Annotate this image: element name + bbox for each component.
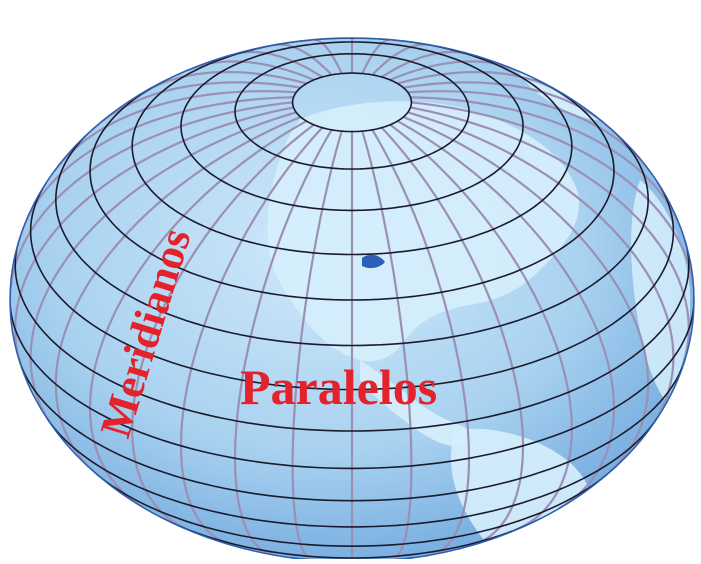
hudson-bay xyxy=(545,59,572,87)
paralelos-label: Paralelos xyxy=(240,359,437,415)
